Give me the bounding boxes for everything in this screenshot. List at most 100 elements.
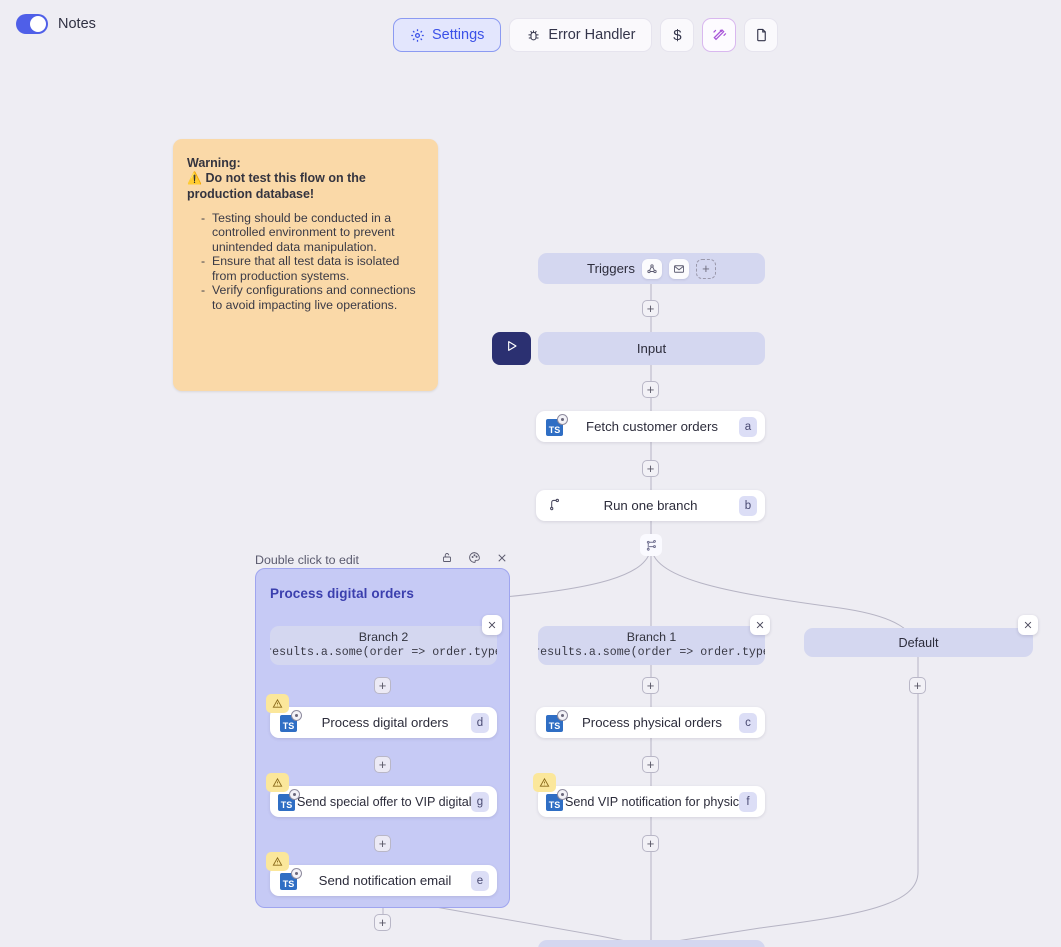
- group-header-icons: [441, 551, 508, 569]
- warning-sticky-note[interactable]: Warning: ⚠️ Do not test this flow on the…: [173, 139, 438, 391]
- notes-toggle-label: Notes: [58, 16, 96, 32]
- branch-expression: results.a.some(order => order.type: [270, 645, 497, 659]
- node-label: Send VIP notification for physical…: [565, 794, 739, 809]
- branch-condition-branch-2[interactable]: Branch 2 results.a.some(order => order.t…: [270, 626, 497, 665]
- node-send-notification-email[interactable]: TS Send notification email e: [270, 865, 497, 896]
- branch-name: Branch 1: [626, 630, 677, 644]
- webhook-icon[interactable]: [641, 258, 662, 279]
- typescript-icon: TS: [280, 868, 302, 890]
- notes-toggle-switch[interactable]: [16, 14, 48, 34]
- add-node-button[interactable]: +: [642, 460, 659, 477]
- typescript-icon: TS: [546, 789, 568, 811]
- sticky-note-title-line2: Do not test this flow on the production …: [187, 171, 366, 201]
- mail-icon[interactable]: [668, 258, 689, 279]
- node-badge: c: [739, 712, 757, 733]
- node-process-physical-orders[interactable]: TS Process physical orders c: [536, 707, 765, 738]
- group-header: Double click to edit: [255, 551, 510, 569]
- toggle-knob: [30, 16, 46, 32]
- toolbar-button-group: Settings Error Handler $: [393, 18, 779, 52]
- cost-button[interactable]: $: [660, 18, 695, 52]
- add-trigger-button[interactable]: +: [695, 258, 716, 279]
- add-node-button[interactable]: +: [642, 835, 659, 852]
- node-fetch-customer-orders[interactable]: TS Fetch customer orders a: [536, 411, 765, 442]
- node-label: Process digital orders: [321, 715, 449, 730]
- sticky-note-title-line1: Warning:: [187, 156, 241, 170]
- close-icon[interactable]: [496, 551, 508, 569]
- run-workflow-button[interactable]: [492, 332, 531, 365]
- triggers-label: Triggers: [587, 261, 635, 276]
- sticky-note-title: Warning: ⚠️ Do not test this flow on the…: [187, 156, 420, 202]
- magic-button[interactable]: [702, 18, 737, 52]
- lock-icon[interactable]: [441, 551, 453, 569]
- group-title: Process digital orders: [270, 586, 415, 601]
- node-label: Send notification email: [318, 873, 452, 888]
- magic-wand-icon: [711, 27, 727, 43]
- triggers-node[interactable]: Triggers +: [538, 253, 765, 284]
- palette-icon[interactable]: [468, 551, 481, 569]
- add-node-button[interactable]: +: [642, 756, 659, 773]
- node-badge: b: [739, 495, 757, 516]
- typescript-icon: TS: [546, 414, 568, 436]
- branch-condition-default[interactable]: Default: [804, 628, 1033, 657]
- play-icon: [504, 338, 520, 359]
- input-label: Input: [636, 341, 667, 356]
- notes-toggle-group[interactable]: Notes: [16, 14, 96, 34]
- add-node-button[interactable]: +: [374, 914, 391, 931]
- gear-icon: [410, 28, 425, 43]
- branch-name: Branch 2: [358, 630, 409, 644]
- sticky-note-bullets: Testing should be conducted in a control…: [201, 211, 420, 313]
- group-edit-hint: Double click to edit: [255, 553, 359, 567]
- typescript-icon: TS: [546, 710, 568, 732]
- add-node-button[interactable]: +: [642, 381, 659, 398]
- node-bottom-partial[interactable]: [538, 940, 765, 947]
- settings-button[interactable]: Settings: [393, 18, 502, 52]
- node-label: Run one branch: [603, 498, 698, 513]
- node-warning-badge[interactable]: [533, 773, 556, 792]
- branch-condition-branch-1[interactable]: Branch 1 results.a.some(order => order.t…: [538, 626, 765, 665]
- add-node-button[interactable]: +: [374, 677, 391, 694]
- node-label: Send special offer to VIP digital c…: [297, 794, 471, 809]
- add-node-button[interactable]: +: [374, 756, 391, 773]
- add-node-button[interactable]: +: [642, 300, 659, 317]
- error-handler-button[interactable]: Error Handler: [509, 18, 653, 52]
- node-badge: d: [471, 712, 489, 733]
- node-badge: a: [739, 416, 757, 437]
- typescript-icon: TS: [278, 789, 300, 811]
- node-warning-badge[interactable]: [266, 773, 289, 792]
- merge-branches-icon[interactable]: [640, 534, 662, 556]
- node-run-one-branch[interactable]: Run one branch b: [536, 490, 765, 521]
- remove-branch-button[interactable]: [1018, 615, 1038, 635]
- branch-expression: results.a.some(order => order.type: [538, 645, 765, 659]
- list-item: Ensure that all test data is isolated fr…: [201, 254, 420, 283]
- top-toolbar: Notes Settings Error Handler $: [0, 0, 1061, 70]
- node-warning-badge[interactable]: [266, 694, 289, 713]
- remove-branch-button[interactable]: [482, 615, 502, 635]
- error-handler-button-label: Error Handler: [548, 27, 636, 43]
- node-badge: e: [471, 870, 489, 891]
- settings-button-label: Settings: [432, 27, 485, 43]
- node-label: Fetch customer orders: [586, 419, 718, 434]
- typescript-icon: TS: [280, 710, 302, 732]
- node-process-digital-orders[interactable]: TS Process digital orders d: [270, 707, 497, 738]
- dollar-icon: $: [673, 26, 682, 44]
- node-send-vip-notification-physical[interactable]: TS Send VIP notification for physical… f: [538, 786, 765, 817]
- warning-emoji-icon: ⚠️: [187, 171, 202, 186]
- node-send-special-offer-vip-digital[interactable]: TS Send special offer to VIP digital c… …: [270, 786, 497, 817]
- branch-name: Default: [898, 635, 939, 650]
- node-badge: f: [739, 791, 757, 812]
- document-button[interactable]: [744, 18, 779, 52]
- add-node-button[interactable]: +: [374, 835, 391, 852]
- input-node[interactable]: Input: [538, 332, 765, 365]
- node-label: Process physical orders: [582, 715, 722, 730]
- bug-icon: [526, 28, 541, 43]
- node-warning-badge[interactable]: [266, 852, 289, 871]
- branch-icon: [547, 497, 562, 515]
- list-item: Verify configurations and connections to…: [201, 283, 420, 312]
- add-node-button[interactable]: +: [642, 677, 659, 694]
- add-node-button[interactable]: +: [909, 677, 926, 694]
- remove-branch-button[interactable]: [750, 615, 770, 635]
- list-item: Testing should be conducted in a control…: [201, 211, 420, 255]
- group-container-process-digital-orders[interactable]: [255, 568, 510, 908]
